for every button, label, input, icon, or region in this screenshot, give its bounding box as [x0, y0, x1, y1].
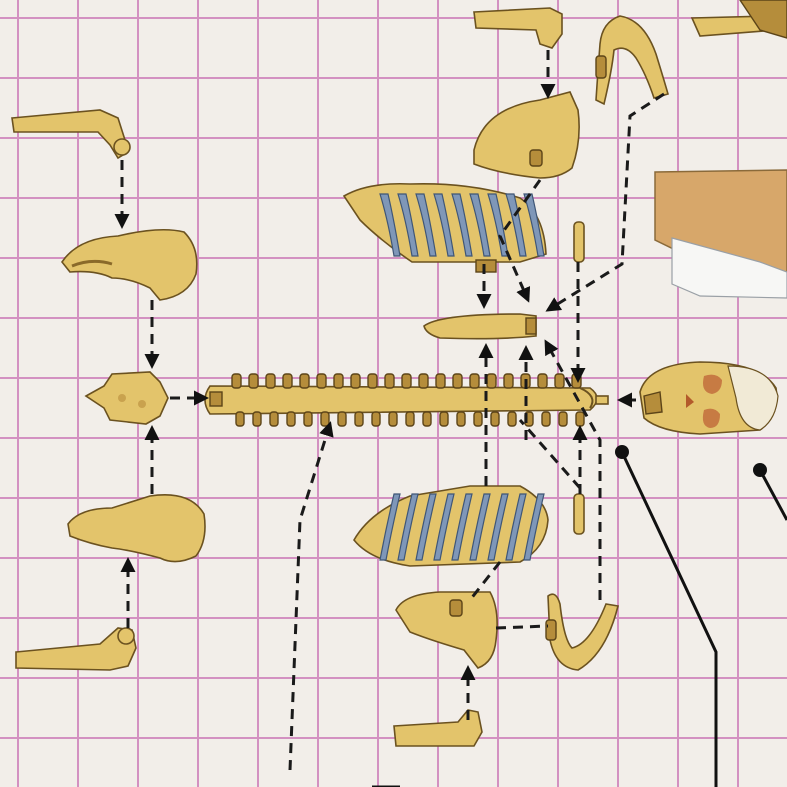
vertebra-process: [457, 412, 465, 426]
vertebra-process: [474, 412, 482, 426]
vertebra-process: [576, 412, 584, 426]
left-upper-arm-bone-bottom: [16, 628, 136, 670]
vertebra-process: [266, 374, 275, 388]
vertebra-process: [406, 412, 414, 426]
left-shoulder-blade-top: [62, 230, 197, 300]
vertebra-process: [487, 374, 496, 388]
vertebra-process: [355, 412, 363, 426]
vertebra-process: [321, 412, 329, 426]
vertebra-process: [317, 374, 326, 388]
vertebra-process: [389, 412, 397, 426]
partial-bone-top-right: [692, 0, 787, 38]
leader-line-1: [622, 452, 716, 787]
vertebrae-top-row: [232, 374, 581, 388]
collarbone-bottom: [546, 594, 618, 670]
vertebra-process: [351, 374, 360, 388]
vertebra-process: [504, 374, 513, 388]
vertebra-process: [542, 412, 550, 426]
vertebra-process: [270, 412, 278, 426]
spine: [205, 374, 608, 426]
vertebra-process: [236, 412, 244, 426]
vertebra-process: [300, 374, 309, 388]
leader-line-2: [760, 470, 787, 520]
vertebra-process: [555, 374, 564, 388]
shoulder-blade-top-right: [474, 92, 579, 178]
right-upper-arm-bone-top: [474, 8, 562, 48]
dash-blade-collar-link: [496, 626, 548, 628]
vertebra-process: [572, 374, 581, 388]
arrow-bottom-to-spine: [290, 424, 330, 770]
vertebra-process: [338, 412, 346, 426]
left-shoulder-blade-bottom: [68, 495, 205, 562]
vertebra-process: [402, 374, 411, 388]
vertebra-process: [440, 412, 448, 426]
left-upper-arm-bone-top: [12, 110, 130, 158]
vertebra-process: [372, 412, 380, 426]
shoulder-blade-bottom-right: [396, 592, 497, 668]
vertebra-process: [559, 412, 567, 426]
vertebra-process: [423, 412, 431, 426]
vertebra-process: [470, 374, 479, 388]
vertebra-process: [538, 374, 547, 388]
vertebra-process: [304, 412, 312, 426]
vertebra-process: [436, 374, 445, 388]
collarbone-top: [596, 16, 668, 104]
vertebra-process: [453, 374, 462, 388]
skull: [640, 362, 778, 434]
small-rib-piece-bottom: [574, 494, 584, 534]
vertebra-process: [419, 374, 428, 388]
vertebra-process: [283, 374, 292, 388]
vertebra-process: [287, 412, 295, 426]
dash-rib-link: [520, 420, 580, 488]
vertebra-process: [232, 374, 241, 388]
vertebra-process: [253, 412, 261, 426]
vertebra-process: [385, 374, 394, 388]
vertebra-process: [508, 412, 516, 426]
vertebrae-bottom-row: [236, 412, 584, 426]
tan-block: [655, 170, 787, 298]
vertebra-process: [249, 374, 258, 388]
vertebra-process: [491, 412, 499, 426]
left-hip-piece: [86, 372, 168, 424]
vertebra-process: [368, 374, 377, 388]
vertebra-process: [334, 374, 343, 388]
small-rib-piece-top: [574, 222, 584, 262]
